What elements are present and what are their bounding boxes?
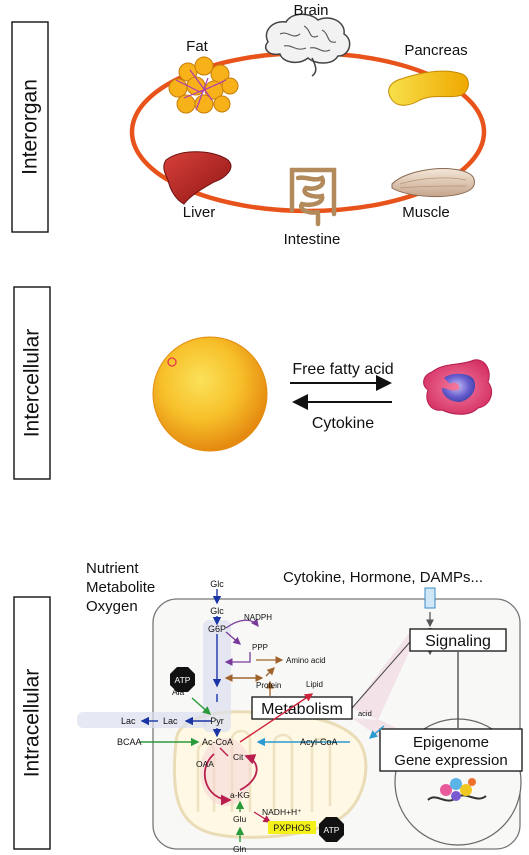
macrophage-cell <box>423 359 493 415</box>
section-interorgan: Interorgan <box>11 21 49 233</box>
input-metabolite: Metabolite <box>86 579 155 596</box>
epigenome-label: Epigenome <box>413 734 489 751</box>
section-intercellular: Intercellular <box>13 286 51 480</box>
organ-label-muscle: Muscle <box>402 204 450 221</box>
label-cit: Cit <box>233 752 244 762</box>
section-intracellular: Intracellular <box>13 596 51 850</box>
fat-illustration <box>168 56 239 114</box>
label-akg: a-KG <box>230 790 250 800</box>
section-title-interorgan: Interorgan <box>19 79 42 175</box>
svg-text:Metabolism: Metabolism <box>261 701 343 718</box>
label-protein: Protein <box>256 681 281 690</box>
liver-illustration <box>163 151 232 205</box>
epigenome-box: Epigenome Gene expression <box>379 728 523 772</box>
section-title-intracellular: Intracellular <box>21 669 44 778</box>
muscle-illustration <box>391 168 475 197</box>
svg-text:ATP: ATP <box>324 825 340 835</box>
label-oaa: OAA <box>196 759 214 769</box>
free-fatty-acid-label: Free fatty acid <box>292 361 393 378</box>
label-nadh: NADH+H⁺ <box>262 807 302 817</box>
chromatin-icon <box>427 778 487 802</box>
label-glc-in: Glc <box>210 606 224 616</box>
gene-expression-label: Gene expression <box>394 752 507 769</box>
faded-acid-label: acid <box>358 709 372 718</box>
organ-label-brain: Brain <box>293 2 328 19</box>
label-glu: Glu <box>233 814 247 824</box>
label-ppp: PPP <box>252 643 268 652</box>
label-glc-out: Glc <box>210 579 224 589</box>
brain-illustration <box>264 13 351 77</box>
label-lipid: Lipid <box>306 680 323 689</box>
atp-bottom-icon: ATP <box>319 817 344 842</box>
label-nadph: NADPH <box>244 613 272 622</box>
signals-title: Cytokine, Hormone, DAMPs... <box>283 569 483 586</box>
receptor-icon <box>424 587 436 609</box>
label-lac-in: Lac <box>163 716 178 726</box>
organ-label-liver: Liver <box>183 204 216 221</box>
organ-label-intestine: Intestine <box>284 231 341 248</box>
oxphos-label: PXPHOS <box>273 823 311 833</box>
oxphos-bar <box>268 821 316 834</box>
label-gln: Gln <box>233 844 247 854</box>
signaling-box: Signaling <box>409 628 507 652</box>
label-pyr: Pyr <box>210 716 224 726</box>
label-ala: Ala <box>172 687 185 697</box>
label-amino-acid: Amino acid <box>286 656 326 665</box>
section-title-intercellular: Intercellular <box>21 329 44 438</box>
svg-text:Signaling: Signaling <box>425 633 491 650</box>
label-g6p: G6P <box>208 624 226 634</box>
cytokine-label: Cytokine <box>312 415 374 432</box>
organ-label-pancreas: Pancreas <box>404 42 467 59</box>
atp-top-icon: ATP <box>170 667 195 692</box>
input-oxygen: Oxygen <box>86 598 138 615</box>
organ-label-fat: Fat <box>186 38 209 55</box>
intestine-illustration <box>289 167 337 227</box>
input-nutrient: Nutrient <box>86 560 139 577</box>
adipocyte-cell <box>152 336 268 452</box>
label-bcaa: BCAA <box>117 737 142 747</box>
metabolism-box: Metabolism <box>251 696 353 720</box>
pancreas-illustration <box>388 70 469 106</box>
svg-text:ATP: ATP <box>175 675 191 685</box>
label-lac-out: Lac <box>121 716 136 726</box>
label-ac-coa: Ac-CoA <box>202 737 233 747</box>
label-acyl-coa: Acyl-CoA <box>300 737 338 747</box>
